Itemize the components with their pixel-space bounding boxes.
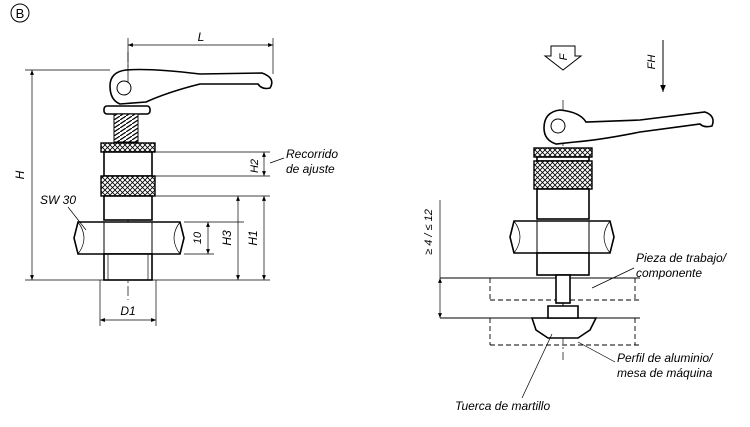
label-sw30: SW 30: [40, 193, 76, 207]
right-thread-lower: [536, 252, 590, 276]
callout-adjust-line2: de ajuste: [286, 162, 335, 176]
left-knurl-top: [100, 142, 156, 153]
right-knurl-top: [533, 147, 593, 158]
force-F-arrow: [543, 45, 583, 71]
callout-profile-line2: mesa de máquina: [617, 366, 713, 380]
hammer-nut: [530, 317, 598, 339]
dim-label-H2: H2: [249, 159, 261, 173]
left-washer: [103, 105, 151, 115]
callout-profile-line1: Perfil de aluminio/: [617, 351, 714, 365]
right-body: [536, 188, 590, 220]
dim-label-10: 10: [192, 231, 204, 244]
dim-label-H3: H3: [220, 230, 234, 246]
callout-hammer-nut: Tuerca de martillo: [455, 399, 550, 413]
callout-workpiece-line2: componente: [636, 266, 702, 280]
callout-adjust-line1: Recorrido: [286, 147, 338, 161]
left-clamp-view: L H H2 H1 H3 10 D1 SW 30 Recorrido: [13, 30, 338, 326]
dim-label-thickness: ≥ 4 / ≤ 12: [423, 209, 435, 255]
force-F-label: F: [558, 52, 570, 60]
left-spring: [113, 113, 139, 143]
dim-label-H1: H1: [246, 230, 260, 245]
left-cam-lever: [109, 68, 273, 105]
left-hex-nut: [73, 221, 185, 255]
right-lever-pivot: [550, 118, 566, 134]
view-marker: B: [10, 3, 30, 23]
plunger: [555, 274, 571, 304]
view-marker-label: B: [16, 6, 25, 21]
left-knurl-sleeve: [100, 175, 156, 197]
dim-label-H: H: [13, 170, 27, 179]
dim-label-D1: D1: [120, 304, 135, 318]
right-clamp-view: F FH: [423, 40, 728, 413]
right-knurl-sleeve: [533, 160, 593, 190]
left-lever-pivot: [116, 80, 132, 96]
right-cam-lever: [543, 109, 714, 145]
force-FH-label: FH: [646, 55, 658, 70]
callout-workpiece-line1: Pieza de trabajo/: [636, 251, 728, 265]
dim-label-L: L: [198, 30, 205, 44]
left-body-upper: [103, 151, 153, 177]
left-thread-upper: [103, 195, 153, 221]
right-hex-nut: [509, 220, 615, 254]
left-thread-lower: [103, 253, 153, 281]
